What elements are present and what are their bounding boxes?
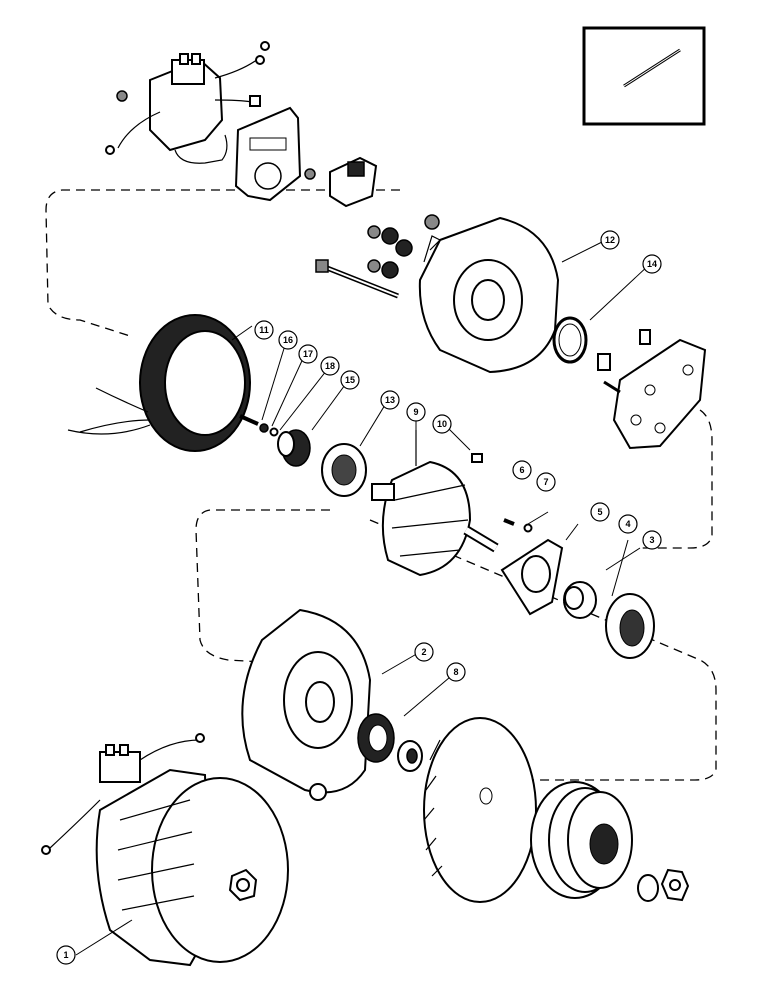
drive-end-housing <box>241 608 372 801</box>
regulator-gasket <box>234 106 302 202</box>
rear-bearing <box>321 443 367 497</box>
callout-2-label: 2 <box>421 647 426 657</box>
cooling-fan <box>423 717 537 903</box>
terminal-hardware <box>367 214 440 279</box>
callout-8: 8 <box>446 662 466 682</box>
callout-8-label: 8 <box>453 667 458 677</box>
leader-lines <box>75 239 651 956</box>
drive-spacer <box>397 740 423 772</box>
callout-10-label: 10 <box>437 419 447 429</box>
assembled-alternator <box>41 733 289 967</box>
callout-14-label: 14 <box>647 259 657 269</box>
o-ring <box>552 316 588 364</box>
callout-2: 2 <box>414 642 434 662</box>
rotor-key <box>471 453 483 463</box>
callout-3: 3 <box>642 530 662 550</box>
stator <box>67 314 251 452</box>
callout-4-label: 4 <box>625 519 630 529</box>
dashed-assembly-outline-bottom <box>369 519 717 781</box>
dashed-assembly-outline-lower <box>195 509 330 663</box>
callout-11-label: 11 <box>259 325 269 335</box>
callout-7-label: 7 <box>543 477 548 487</box>
callout-14: 14 <box>642 254 662 274</box>
retainer-screw <box>503 518 533 533</box>
callout-1-label: 1 <box>63 950 68 960</box>
callout-13: 13 <box>380 390 400 410</box>
slip-ring <box>277 429 311 467</box>
drive-pulley <box>530 781 633 899</box>
callout-11: 11 <box>254 320 274 340</box>
callout-3-label: 3 <box>649 535 654 545</box>
callout-16-label: 16 <box>283 335 293 345</box>
callout-18-label: 18 <box>325 361 335 371</box>
front-bearing <box>605 593 655 659</box>
callout-6-label: 6 <box>519 465 524 475</box>
callout-5: 5 <box>590 502 610 522</box>
callout-16: 16 <box>278 330 298 350</box>
callout-9-label: 9 <box>413 407 418 417</box>
inset-tool-box <box>582 26 706 126</box>
brush-screw-set <box>239 414 279 437</box>
callout-10: 10 <box>432 414 452 434</box>
rotor <box>371 460 499 577</box>
callout-5-label: 5 <box>597 507 602 517</box>
dashed-assembly-outline-right <box>640 409 713 549</box>
callout-17-label: 17 <box>303 349 313 359</box>
callout-15: 15 <box>340 370 360 390</box>
bearing-retainer-plate <box>500 538 564 616</box>
callout-6: 6 <box>512 460 532 480</box>
callout-15-label: 15 <box>345 375 355 385</box>
callout-13-label: 13 <box>385 395 395 405</box>
spacer <box>563 581 597 619</box>
callout-4: 4 <box>618 514 638 534</box>
dashed-assembly-outline-upper <box>45 189 400 337</box>
callout-12-label: 12 <box>605 235 615 245</box>
callout-18: 18 <box>320 356 340 376</box>
callout-7: 7 <box>536 472 556 492</box>
through-bolt <box>315 259 399 299</box>
voltage-regulator <box>105 41 270 164</box>
callout-12: 12 <box>600 230 620 250</box>
brush-bracket <box>304 156 378 208</box>
callout-17: 17 <box>298 344 318 364</box>
pulley-nut <box>637 868 690 902</box>
callout-1: 1 <box>56 945 76 965</box>
rectifier-assembly <box>597 329 707 450</box>
callout-9: 9 <box>406 402 426 422</box>
slip-ring-end-housing <box>418 216 560 374</box>
shaft-seal <box>357 713 395 763</box>
